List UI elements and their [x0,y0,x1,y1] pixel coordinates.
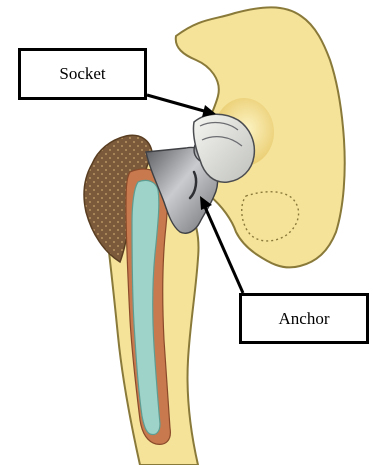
socket-arrow [147,95,216,117]
socket-label: Socket [18,48,147,100]
anchor-label: Anchor [239,293,369,344]
